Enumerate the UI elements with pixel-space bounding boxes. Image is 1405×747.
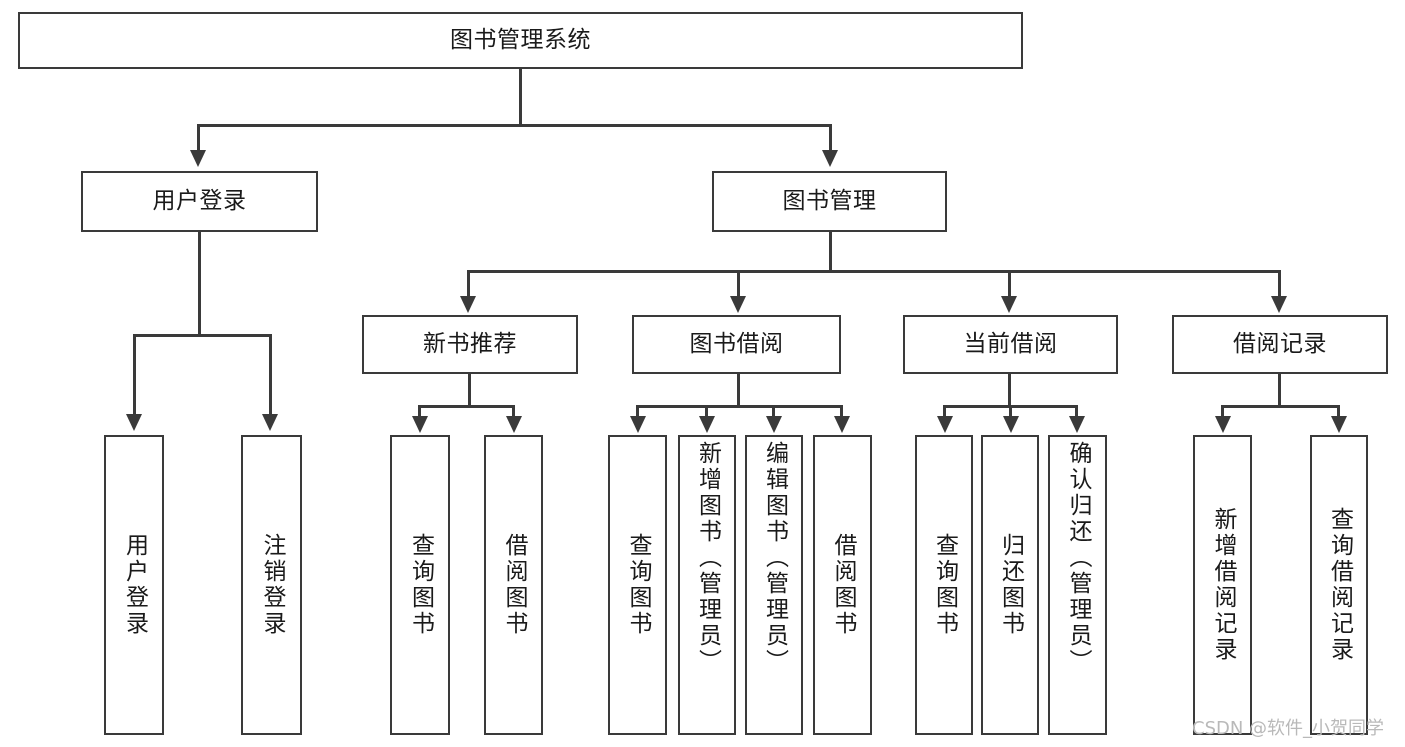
connector-records-bus [1221,405,1339,408]
leaf-borrow-query-book-label: 查询图书 [625,533,651,637]
leaf-current-query-book[interactable]: 查询图书 [915,435,973,735]
leaf-records-add-record[interactable]: 新增借阅记录 [1193,435,1252,735]
arrow-book-mgmt-child-2 [730,296,746,313]
connector-user-login-stem [198,232,201,336]
connector-new-book-child-1 [418,405,421,418]
watermark-text: CSDN @软件_小贺同学 [1192,718,1385,739]
arrow-current-child-1 [937,416,953,433]
leaf-current-confirm-return-label: 确认归还（管理员） [1065,441,1091,675]
leaf-current-return-book-label: 归还图书 [997,533,1024,637]
connector-new-book-bus [418,405,514,408]
connector-book-mgmt-child-3 [1008,270,1011,298]
connector-user-login-bus [133,334,271,337]
node-root-system-label: 图书管理系统 [450,26,591,53]
node-new-book-recommend[interactable]: 新书推荐 [362,315,578,374]
leaf-new-book-borrow-label: 借阅图书 [501,533,527,637]
arrow-root-to-book-mgmt [822,150,838,167]
arrow-current-child-3 [1069,416,1085,433]
connector-records-child-1 [1221,405,1224,418]
arrow-book-mgmt-child-3 [1001,296,1017,313]
connector-new-book-child-2 [512,405,515,418]
leaf-records-query-record-label: 查询借阅记录 [1326,507,1353,663]
leaf-records-query-record[interactable]: 查询借阅记录 [1310,435,1368,735]
connector-current-child-2 [1009,405,1012,418]
connector-user-login-child-2 [269,334,272,416]
leaf-user-login-signout-label: 注销登录 [259,533,285,637]
connector-book-mgmt-child-2 [737,270,740,298]
node-book-management-label: 图书管理 [782,187,877,214]
node-book-borrow[interactable]: 图书借阅 [632,315,841,374]
leaf-new-book-query-label: 查询图书 [407,533,434,637]
leaf-user-login-signin-label: 用户登录 [121,533,148,637]
node-book-management[interactable]: 图书管理 [712,171,947,232]
arrow-root-to-user-login [190,150,206,167]
leaf-borrow-add-book-label: 新增图书（管理员） [694,441,721,675]
connector-current-child-1 [943,405,946,418]
connector-borrow-child-4 [840,405,843,418]
connector-records-child-2 [1337,405,1340,418]
arrow-new-book-child-2 [506,416,522,433]
connector-borrow-bus [636,405,842,408]
connector-records-stem [1278,374,1281,407]
node-current-borrow[interactable]: 当前借阅 [903,315,1118,374]
leaf-current-confirm-return[interactable]: 确认归还（管理员） [1048,435,1107,735]
connector-root-stem [519,68,522,125]
node-user-login-label: 用户登录 [152,187,247,214]
connector-book-mgmt-stem [829,232,832,272]
node-borrow-records-label: 借阅记录 [1233,330,1327,357]
arrow-records-child-1 [1215,416,1231,433]
node-book-borrow-label: 图书借阅 [689,330,784,357]
connector-root-to-user-login [197,124,200,152]
connector-borrow-child-2 [705,405,708,418]
connector-current-child-3 [1075,405,1078,418]
arrow-book-mgmt-child-4 [1271,296,1287,313]
leaf-user-login-signin[interactable]: 用户登录 [104,435,164,735]
leaf-borrow-add-book[interactable]: 新增图书（管理员） [678,435,736,735]
leaf-user-login-signout[interactable]: 注销登录 [241,435,302,735]
leaf-new-book-query[interactable]: 查询图书 [390,435,450,735]
node-root-system[interactable]: 图书管理系统 [18,12,1023,69]
arrow-current-child-2 [1003,416,1019,433]
connector-root-bus [197,124,831,127]
connector-borrow-child-1 [636,405,639,418]
leaf-current-return-book[interactable]: 归还图书 [981,435,1039,735]
connector-user-login-child-1 [133,334,136,416]
leaf-borrow-borrow-book[interactable]: 借阅图书 [813,435,872,735]
connector-book-mgmt-child-1 [467,270,470,298]
connector-new-book-stem [468,374,471,407]
connector-borrow-stem [737,374,740,407]
node-borrow-records[interactable]: 借阅记录 [1172,315,1388,374]
connector-borrow-child-3 [772,405,775,418]
connector-book-mgmt-child-4 [1278,270,1281,298]
node-user-login[interactable]: 用户登录 [81,171,318,232]
arrow-borrow-child-1 [630,416,646,433]
leaf-borrow-borrow-book-label: 借阅图书 [830,533,856,637]
leaf-borrow-edit-book[interactable]: 编辑图书（管理员） [745,435,803,735]
arrow-user-login-child-2 [262,414,278,431]
connector-root-to-book-mgmt [829,124,832,152]
leaf-records-add-record-label: 新增借阅记录 [1210,507,1236,663]
arrow-records-child-2 [1331,416,1347,433]
leaf-new-book-borrow[interactable]: 借阅图书 [484,435,543,735]
arrow-borrow-child-3 [766,416,782,433]
arrow-user-login-child-1 [126,414,142,431]
node-current-borrow-label: 当前借阅 [963,330,1058,357]
node-new-book-recommend-label: 新书推荐 [423,330,517,357]
arrow-borrow-child-2 [699,416,715,433]
leaf-borrow-edit-book-label: 编辑图书（管理员） [761,441,788,675]
arrow-book-mgmt-child-1 [460,296,476,313]
arrow-borrow-child-4 [834,416,850,433]
leaf-borrow-query-book[interactable]: 查询图书 [608,435,667,735]
arrow-new-book-child-1 [412,416,428,433]
connector-book-mgmt-bus [467,270,1278,273]
leaf-current-query-book-label: 查询图书 [931,533,958,637]
connector-current-stem [1008,374,1011,407]
